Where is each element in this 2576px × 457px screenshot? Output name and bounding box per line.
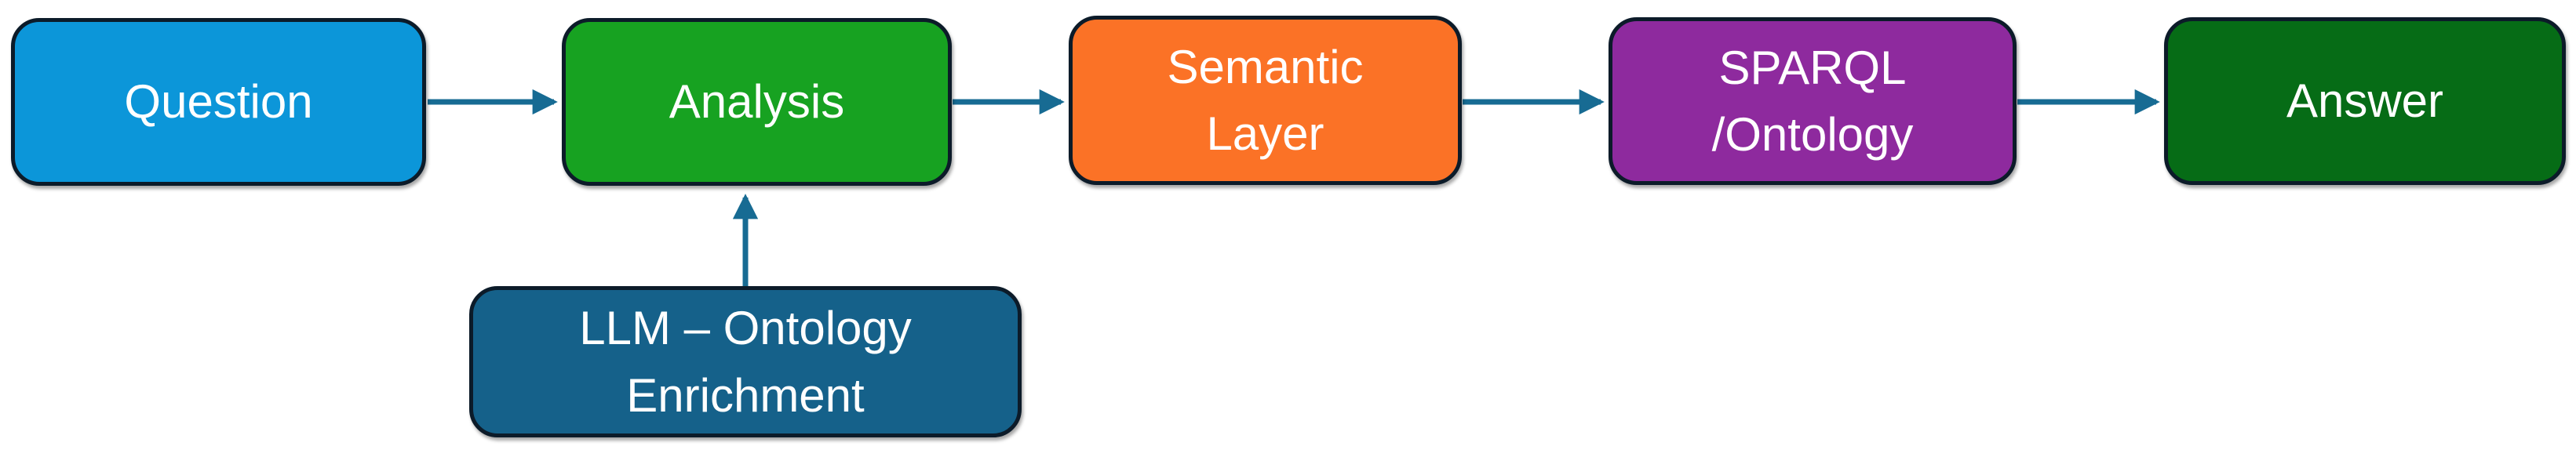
node-analysis-label: Analysis	[669, 75, 845, 129]
node-semantic-layer-label: Semantic Layer	[1167, 40, 1364, 160]
node-question-label: Question	[124, 75, 313, 129]
node-question: Question	[11, 18, 426, 186]
node-llm-ontology-enrichment-label: LLM – Ontology Enrichment	[579, 302, 912, 422]
node-sparql-ontology: SPARQL /Ontology	[1609, 17, 2017, 185]
node-sparql-ontology-label: SPARQL /Ontology	[1711, 41, 1914, 161]
node-llm-ontology-enrichment: LLM – Ontology Enrichment	[469, 286, 1022, 437]
node-answer: Answer	[2164, 17, 2566, 185]
node-answer-label: Answer	[2286, 74, 2444, 128]
node-semantic-layer: Semantic Layer	[1069, 16, 1462, 185]
node-analysis: Analysis	[562, 18, 952, 186]
